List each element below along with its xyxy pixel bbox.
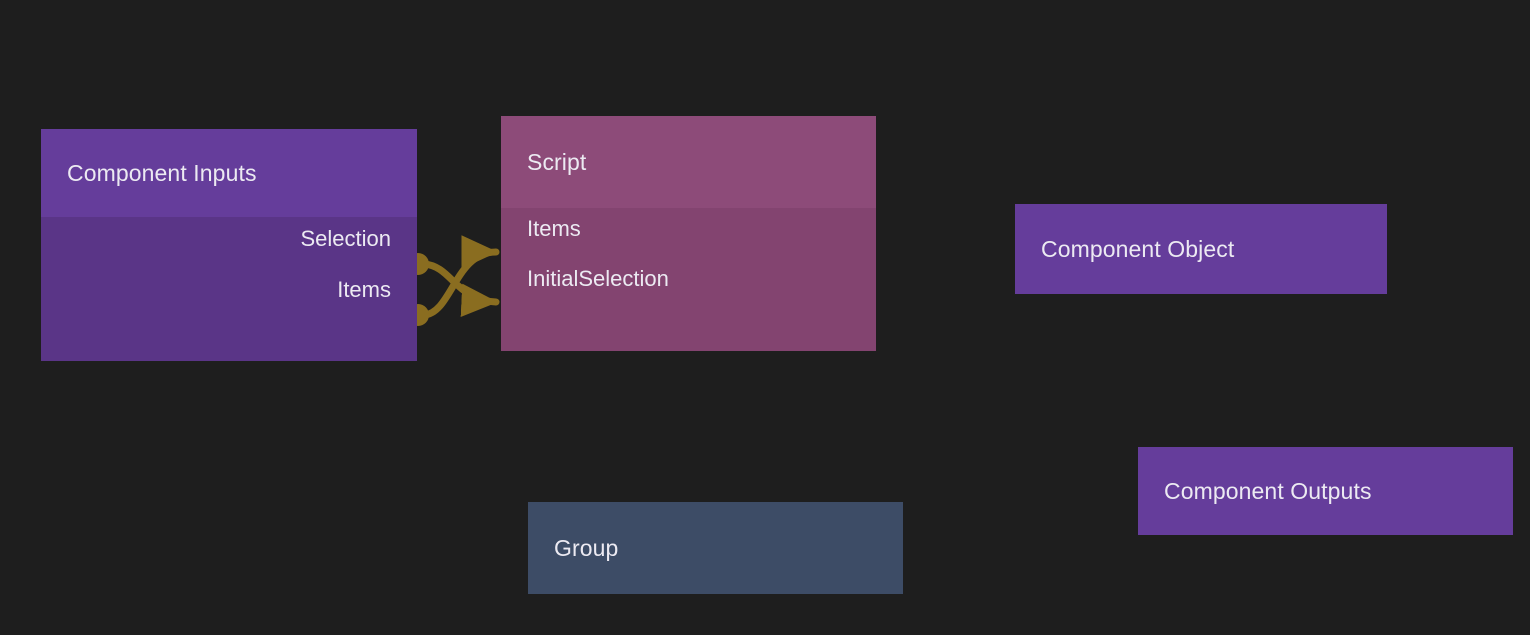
node-component-outputs[interactable]: Component Outputs bbox=[1138, 447, 1513, 535]
node-script-body: Items InitialSelection bbox=[501, 208, 876, 351]
node-component-outputs-title: Component Outputs bbox=[1138, 447, 1513, 535]
input-port-initialselection[interactable]: InitialSelection bbox=[501, 264, 669, 294]
node-group-title: Group bbox=[528, 502, 903, 594]
input-port-initialselection-label: InitialSelection bbox=[527, 266, 669, 291]
node-script-title: Script bbox=[501, 116, 876, 208]
node-component-inputs[interactable]: Component Inputs Selection Items bbox=[41, 129, 417, 361]
wire-selection-to-initialselection bbox=[420, 260, 500, 318]
node-script[interactable]: Script Items InitialSelection bbox=[501, 116, 876, 351]
output-port-selection[interactable]: Selection bbox=[300, 224, 417, 254]
node-component-object-title: Component Object bbox=[1015, 204, 1387, 294]
node-component-object[interactable]: Component Object bbox=[1015, 204, 1387, 294]
output-port-items[interactable]: Items bbox=[337, 275, 417, 305]
input-port-items[interactable]: Items bbox=[501, 214, 581, 244]
wire-items-to-items bbox=[420, 235, 500, 319]
input-port-items-label: Items bbox=[527, 216, 581, 241]
node-component-inputs-title: Component Inputs bbox=[41, 129, 417, 217]
output-port-selection-label: Selection bbox=[300, 226, 391, 251]
output-port-items-label: Items bbox=[337, 277, 391, 302]
node-group[interactable]: Group bbox=[528, 502, 903, 594]
node-component-inputs-body: Selection Items bbox=[41, 217, 417, 361]
